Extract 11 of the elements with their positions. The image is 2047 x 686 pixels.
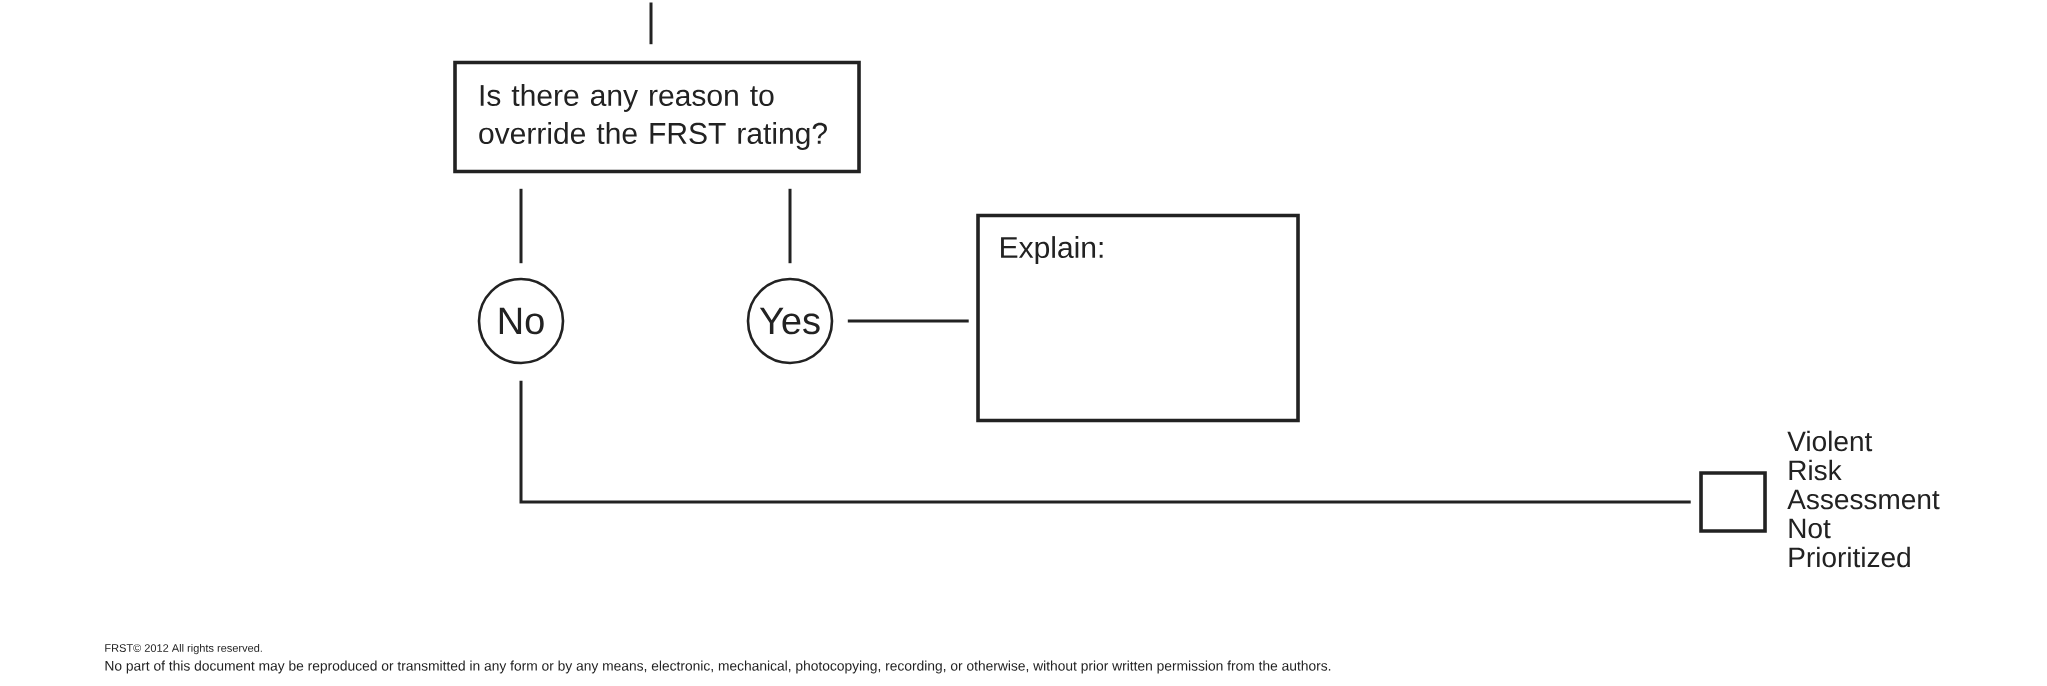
- question-box: Is there any reason to override the FRST rating?: [453, 60, 861, 174]
- connector-line: [649, 2, 653, 45]
- footer-text: FRST© 2012 All rights reserved.: [105, 643, 262, 655]
- connector-line: [519, 188, 523, 264]
- explain-box: Explain:: [976, 213, 1300, 423]
- checkbox: [1699, 471, 1767, 533]
- connector-line: [788, 188, 792, 264]
- connector-line: [519, 380, 1691, 504]
- checkbox-label: Violent Risk Assessment Not Prioritized: [1787, 430, 1940, 568]
- connector-line: [847, 319, 969, 323]
- footer-text: No part of this document may be reproduced or transmitted in any form or by any means, electronic, mechanical, photocopying, recording, or otherwise, without prior written permission from the authors.: [105, 660, 1331, 674]
